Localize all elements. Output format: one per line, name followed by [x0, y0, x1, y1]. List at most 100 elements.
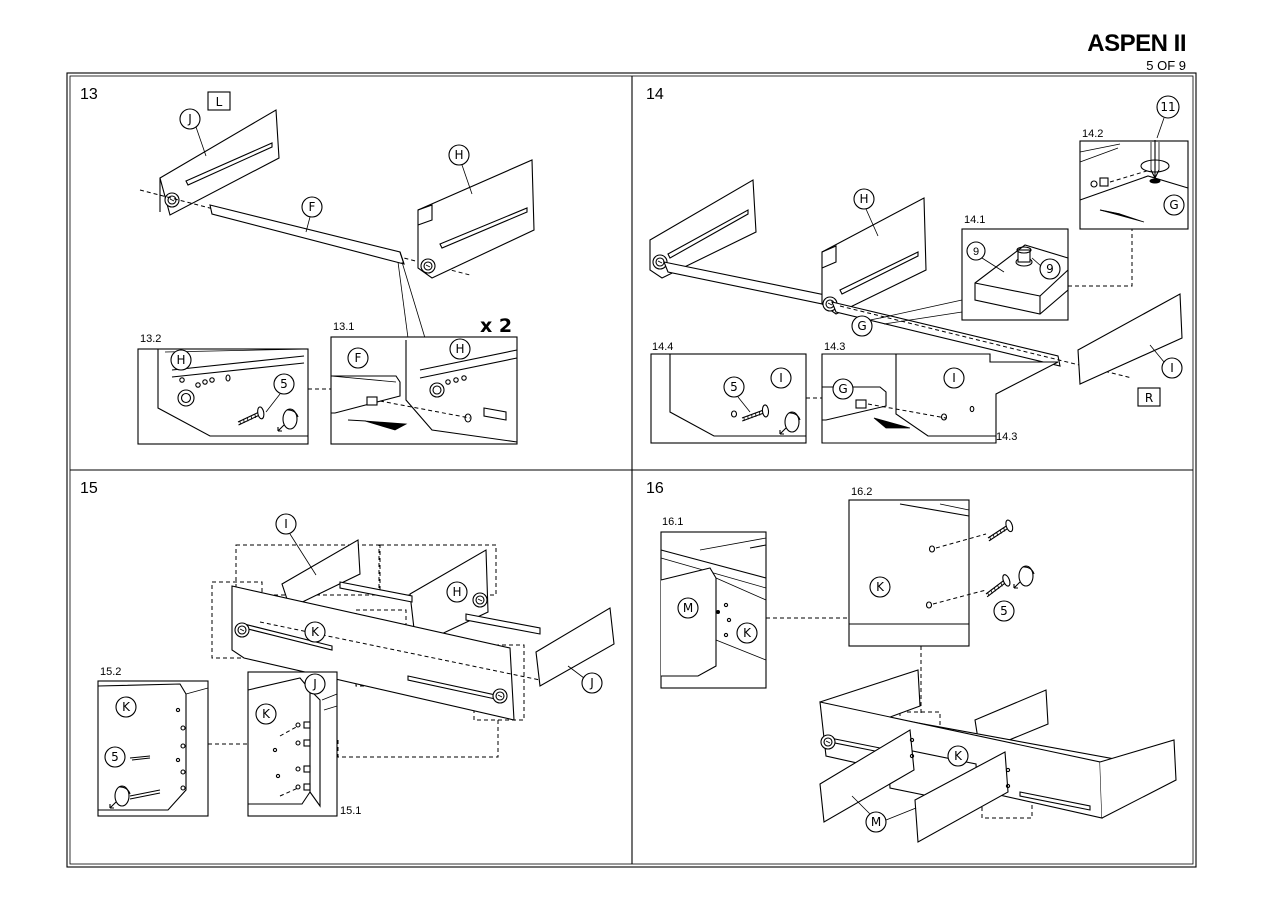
detail-14-2-label: 14.2 — [1082, 128, 1103, 140]
detail-16-2-box — [848, 499, 970, 647]
detail-14-4-part-i-callout — [770, 367, 792, 389]
quantity-x2: x 2 — [480, 315, 512, 337]
part-g-callout-14-2 — [1163, 194, 1185, 216]
detail-16-2-part-k-label: K — [876, 580, 885, 594]
screw-5-callout-16 — [993, 600, 1015, 622]
detail-14-3-part-g-callout — [832, 378, 854, 400]
part-i-label: I — [1170, 361, 1174, 375]
part-k-label-16: K — [954, 749, 963, 763]
detail-15-1-label: 15.1 — [340, 805, 361, 817]
detail-part-h-callout — [449, 338, 471, 360]
step-15-panel: 15 I H K J — [80, 480, 615, 817]
detail-16-1-label: 16.1 — [662, 516, 683, 528]
part-g-callout — [851, 315, 873, 337]
detail-part-f-label: F — [355, 351, 362, 365]
detail-13-2-part-h-label: H — [176, 353, 185, 367]
part-9-label: 9 — [1046, 262, 1054, 276]
detail-14-2-box — [1079, 140, 1189, 230]
part-9-small-callout — [966, 241, 986, 261]
part-k-label-15: K — [311, 625, 320, 639]
panel-h-mid — [821, 197, 927, 315]
part-h-label-15: H — [452, 585, 461, 599]
part-m-label-16: M — [871, 815, 881, 829]
detail-15-1-part-j-label: J — [312, 677, 317, 691]
side-label-l: L — [216, 95, 223, 109]
document-title: ASPEN II — [1087, 30, 1186, 57]
side-label-r: R — [1145, 391, 1153, 405]
detail-14-4-box — [650, 353, 807, 444]
panel-k-15 — [231, 585, 515, 721]
part-h-callout — [448, 144, 470, 166]
panel-j-15 — [535, 607, 615, 687]
part-11-callout — [1156, 95, 1180, 119]
step-13-panel: 13 L J F H x 2 13.1 — [80, 86, 535, 445]
detail-16-1-part-m-callout — [677, 597, 699, 619]
detail-15-2-part-k-callout — [115, 696, 137, 718]
side-label-box-r — [1137, 387, 1161, 407]
detail-14-3-label: 14.3 — [824, 341, 845, 353]
part-f-label: F — [309, 200, 316, 214]
panel-left-end — [649, 179, 757, 279]
part-k-callout-16 — [947, 745, 969, 767]
detail-14-3-box — [821, 353, 1059, 444]
part-9-small-label: 9 — [973, 246, 979, 258]
detail-14-4-label: 14.4 — [652, 341, 673, 353]
screw-5-callout-14 — [723, 376, 745, 398]
part-9-callout — [1039, 258, 1061, 280]
step-14-number: 14 — [646, 86, 664, 103]
screw-5-callout — [273, 373, 295, 395]
detail-14-1-label: 14.1 — [964, 214, 985, 226]
part-h-label: H — [454, 148, 463, 162]
part-f-callout — [301, 196, 323, 218]
detail-15-1-part-k-callout — [255, 703, 277, 725]
detail-13-2-label: 13.2 — [140, 333, 161, 345]
detail-14-3-part-i-label: I — [952, 371, 956, 385]
part-i-label-15: I — [284, 517, 288, 531]
screw-5-label-16: 5 — [1000, 604, 1008, 618]
detail-13-2-box — [137, 348, 309, 445]
step-15-number: 15 — [80, 480, 98, 497]
detail-15-1-part-j-callout — [304, 673, 326, 695]
screw-5-label: 5 — [280, 377, 288, 391]
rail-rear — [663, 261, 833, 307]
panel-i — [1077, 293, 1183, 385]
detail-15-1-box — [247, 671, 338, 817]
screw-5-label-15: 5 — [111, 750, 119, 764]
part-k-callout-15 — [304, 621, 326, 643]
detail-16-1-part-k-callout — [736, 622, 758, 644]
detail-15-1-part-k-label: K — [262, 707, 271, 721]
detail-13-1-label: 13.1 — [333, 321, 354, 333]
part-11-label: 11 — [1160, 100, 1175, 114]
detail-16-2-label: 16.2 — [851, 486, 872, 498]
outer-frame — [66, 72, 1197, 868]
detail-16-1-part-k-label: K — [743, 626, 752, 640]
detail-14-3-part-i-callout — [943, 367, 965, 389]
detail-15-2-part-k-label: K — [122, 700, 131, 714]
part-g-label: G — [857, 319, 866, 333]
detail-16-1-part-m-label: M — [683, 601, 693, 615]
part-h-label-14: H — [859, 192, 868, 206]
part-j-callout-15 — [581, 672, 603, 694]
part-m-callout-16 — [865, 811, 887, 833]
detail-14-4-part-i-label: I — [779, 371, 783, 385]
detail-14-3-label-b: 14.3 — [996, 431, 1017, 443]
part-g-label-14-2: G — [1169, 198, 1178, 212]
screw-5-callout-15 — [104, 746, 126, 768]
detail-part-f-callout — [347, 347, 369, 369]
detail-14-3-part-g-label: G — [838, 382, 847, 396]
detail-15-2-label: 15.2 — [100, 666, 121, 678]
panel-m-16-left — [819, 729, 915, 823]
part-j-label-15: J — [589, 676, 594, 690]
screw-5-label-14: 5 — [730, 380, 738, 394]
detail-16-2-part-k-callout — [869, 576, 891, 598]
part-h-callout-14 — [853, 188, 875, 210]
part-i-callout-15 — [275, 513, 297, 535]
part-j-label: J — [187, 112, 192, 126]
step-13-number: 13 — [80, 86, 98, 103]
step-16-panel: 16 16.1 M K 16.2 K 5 — [646, 480, 1177, 843]
step-16-number: 16 — [646, 480, 664, 497]
page-number: 5 OF 9 — [1146, 58, 1186, 73]
part-h-callout-15 — [446, 581, 468, 603]
detail-part-h-label: H — [455, 342, 464, 356]
